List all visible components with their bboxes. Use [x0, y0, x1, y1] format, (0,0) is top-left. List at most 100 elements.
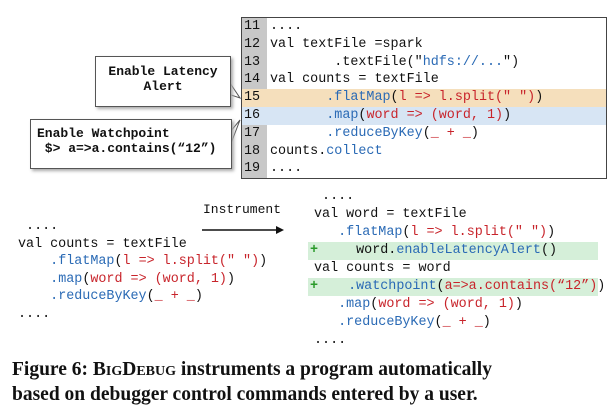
code-line: 11.... [242, 18, 606, 36]
code-token: .... [270, 19, 303, 34]
code-token: word => (word, 1) [366, 108, 504, 123]
code-token: _ + _ [154, 289, 195, 305]
code-token: l => l.split(" ") [410, 225, 548, 240]
line-number: 16 [244, 108, 261, 123]
code-token: ) [535, 90, 544, 106]
callout-text: Enable Watchpoint [37, 126, 170, 141]
code-token: val counts = word [314, 261, 451, 276]
caption-tool-name: BigDebug [92, 359, 176, 380]
code-text: val counts = textFile [270, 71, 439, 89]
code-token [314, 297, 338, 312]
code-token: a=>a.contains(“12”) [444, 279, 598, 294]
code-token: ( [434, 315, 443, 330]
code-token [18, 254, 50, 269]
code-token [18, 289, 50, 304]
code-text: word.enableLatencyAlert() [324, 242, 557, 260]
code-line: .... [18, 306, 50, 324]
added-line-highlight [308, 278, 598, 296]
code-token: word => (word, 1) [378, 297, 515, 312]
code-token: ( [390, 90, 399, 106]
code-token: .reduceByKey [50, 289, 147, 305]
code-token: collect [326, 143, 383, 159]
added-line-highlight [308, 242, 598, 260]
line-number: 12 [244, 36, 261, 52]
code-line: 14 val counts = textFile [242, 71, 606, 89]
code-token: .watchpoint [348, 279, 437, 294]
code-token: .flatMap [50, 254, 115, 270]
code-line: .flatMap(l => l.split(" ")) [18, 253, 267, 271]
code-token: val textFile =spark [270, 36, 423, 52]
code-token: .reduceByKey [338, 315, 435, 330]
code-token: ( [82, 271, 91, 287]
code-text: counts.collect [270, 143, 383, 161]
callout-text: Alert [143, 79, 183, 94]
line-number: 19 [244, 161, 261, 177]
caption-text: based on debugger control commands enter… [12, 384, 478, 405]
code-token [314, 315, 338, 330]
code-token: ( [370, 297, 379, 312]
code-token: _ + _ [442, 315, 483, 330]
code-token: ( [114, 254, 123, 270]
code-token: val counts = textFile [270, 72, 439, 88]
code-line: 18 counts.collect [242, 143, 606, 161]
code-token: .textFile(" [270, 54, 423, 70]
code-token: ( [146, 289, 155, 305]
callout-text: Enable Latency [108, 64, 218, 79]
line-number: 14 [244, 72, 261, 88]
code-text: .watchpoint(a=>a.contains(“12”)) [324, 278, 605, 296]
code-token: ) [470, 125, 479, 141]
code-token: .flatMap [326, 90, 391, 106]
code-line: .reduceByKey(_ + _) [18, 288, 203, 306]
code-editor-panel: 11....12 val textFile =spark 13 .textFile(… [241, 17, 607, 179]
code-token: ) [547, 225, 556, 240]
code-token: _ + _ [430, 125, 471, 141]
arrow-head-icon [276, 226, 284, 234]
code-token: ) [482, 315, 491, 330]
code-line: val counts = word [314, 260, 451, 278]
added-line-marker: + [310, 279, 319, 294]
code-text: .flatMap(l => l.split(" ")) [270, 89, 543, 107]
code-text: .... [270, 160, 302, 178]
instrument-label: Instrument [203, 202, 282, 217]
code-token: word => (word, 1) [90, 271, 227, 287]
line-number: 17 [244, 125, 261, 141]
code-token: ) [503, 108, 512, 123]
code-token: ( [358, 108, 367, 123]
caption-text: instruments a program automatically [176, 359, 492, 380]
code-token [314, 225, 338, 240]
code-token: hdfs://... [422, 54, 504, 70]
added-line-marker: + [310, 243, 319, 258]
code-line: .flatMap(l => l.split(" ")) [314, 224, 555, 242]
code-line: .map(word => (word, 1)) [18, 271, 235, 289]
code-token: ) [226, 271, 236, 287]
code-token: .... [18, 307, 51, 322]
code-line: 19.... [242, 160, 606, 178]
code-line: 13 .textFile("hdfs://...") [242, 54, 606, 72]
code-line: 15 .flatMap(l => l.split(" ")) [242, 89, 606, 108]
code-token: ") [503, 54, 520, 70]
code-token: () [540, 243, 558, 258]
line-number: 15 [244, 90, 261, 106]
code-token [18, 272, 50, 287]
code-line: val counts = textFile [18, 236, 187, 254]
code-token: .reduceByKey [326, 125, 423, 141]
code-line: .... [314, 332, 346, 350]
code-token: .... [18, 219, 59, 234]
line-number: 18 [244, 143, 261, 159]
code-text: val textFile =spark [270, 36, 423, 54]
code-token: .map [326, 108, 359, 123]
code-text: .textFile("hdfs://...") [270, 54, 519, 72]
code-token: .flatMap [338, 225, 403, 240]
code-token: enableLatencyAlert [396, 243, 541, 258]
code-text: .reduceByKey(_ + _) [270, 125, 479, 143]
line-number: 13 [244, 54, 261, 70]
code-line: .... [18, 218, 58, 236]
code-token: .map [50, 271, 83, 287]
caption-label: Figure 6: [12, 359, 89, 380]
code-token: ( [422, 125, 431, 141]
code-token: .... [314, 333, 347, 348]
code-line: 12 val textFile =spark [242, 36, 606, 54]
code-token: word. [324, 243, 397, 258]
code-token: val word = textFile [314, 207, 467, 222]
